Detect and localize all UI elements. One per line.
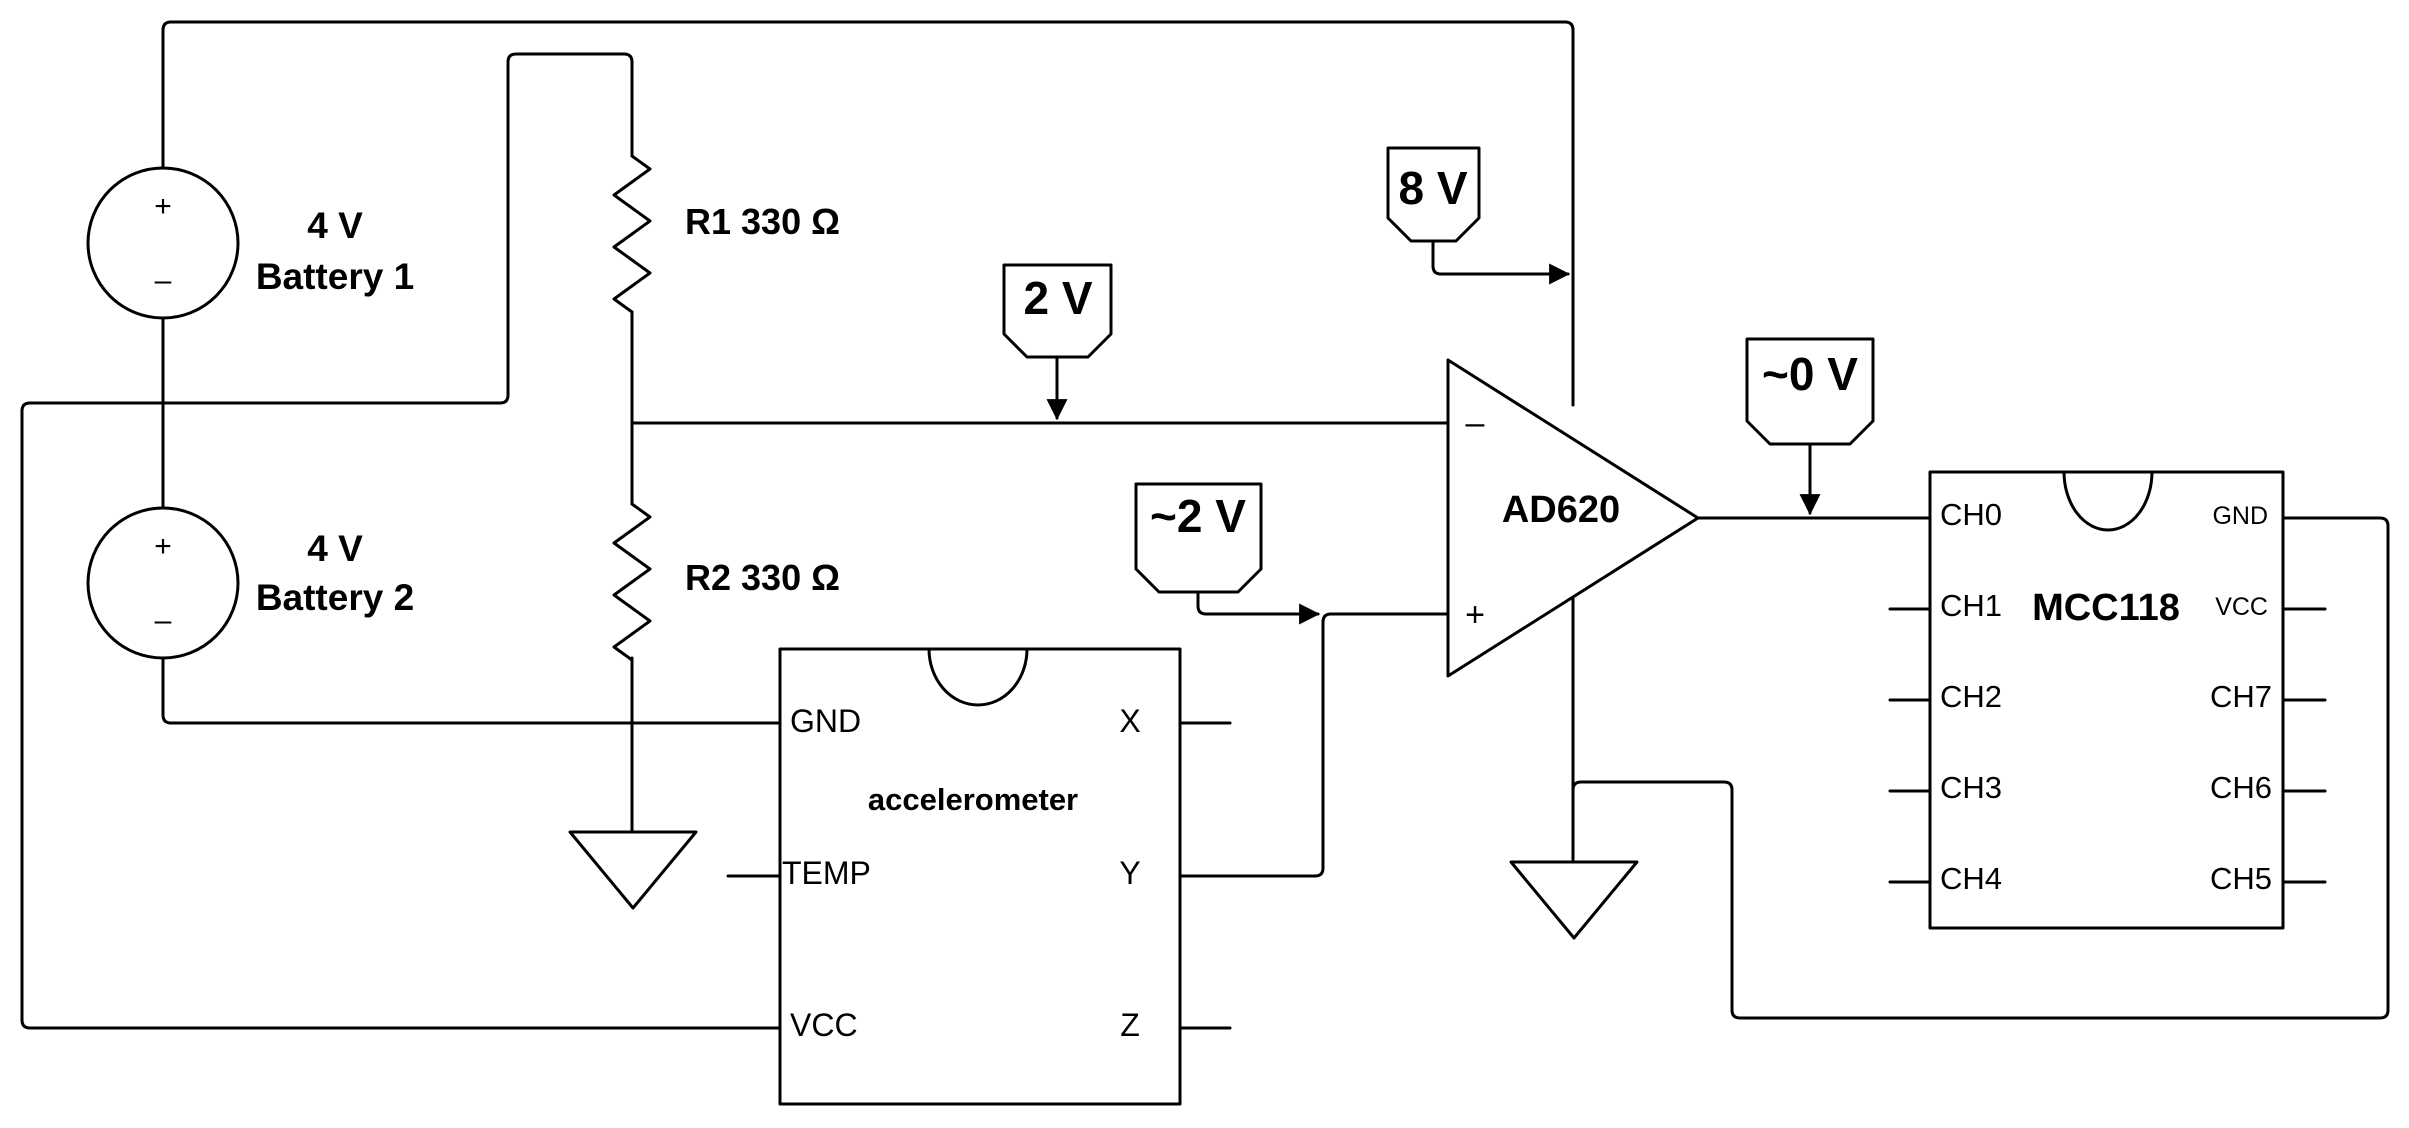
daq-pin-ch7: CH7	[2210, 679, 2272, 714]
probe-approx-2v: ~2 V	[1134, 482, 1321, 625]
wire-divider-mid-to-inv-input	[630, 310, 1427, 506]
wire-battery-mid-to-acc-vcc	[20, 316, 782, 1030]
daq-pin-gnd: GND	[2212, 502, 2268, 530]
wires	[20, 20, 2390, 1030]
battery-1: + – 4 V Battery 1	[86, 166, 414, 320]
ground-symbol-left	[568, 830, 698, 910]
battery-2-plus-sign: +	[154, 530, 172, 563]
daq-pin-ch3: CH3	[1940, 770, 2002, 805]
wire-acc-y-to-noninv-input	[1178, 612, 1427, 878]
daq-pin-vcc: VCC	[2215, 593, 2268, 621]
opamp-inverting-input-sign: –	[1466, 404, 1485, 442]
battery-2-name: Battery 2	[256, 577, 414, 618]
battery-2-voltage: 4 V	[307, 528, 363, 569]
resistor-r2-zigzag	[612, 502, 652, 662]
mcc118-chip: MCC118 CH0 CH1 CH2 CH3 CH4 GND VCC CH7 C…	[1888, 470, 2327, 930]
battery-1-minus-sign: –	[155, 264, 172, 297]
daq-pin-ch0: CH0	[1940, 497, 2002, 532]
battery-1-voltage: 4 V	[307, 205, 363, 246]
battery-2: + – 4 V Battery 2	[86, 506, 414, 660]
opamp-input-stubs	[1423, 421, 1450, 616]
battery-2-minus-sign: –	[155, 604, 172, 637]
wire-battery1-to-opamp-supply	[161, 20, 1575, 407]
daq-pin-ch5: CH5	[2210, 861, 2272, 896]
wire-ground-bus	[161, 656, 782, 834]
amplifier-name: AD620	[1502, 489, 1620, 531]
daq-pin-ch2: CH2	[1940, 679, 2002, 714]
probe-2v-value: 2 V	[1023, 272, 1092, 324]
acc-pin-temp: TEMP	[782, 855, 871, 891]
opamp-noninverting-input-sign: +	[1465, 596, 1485, 634]
acc-pin-y: Y	[1119, 855, 1140, 891]
daq-pin-ch1: CH1	[1940, 588, 2002, 623]
probe-approx-0v: ~0 V	[1745, 337, 1875, 516]
battery-1-plus-sign: +	[154, 190, 172, 223]
resistor-r2-label: R2 330 Ω	[685, 557, 840, 598]
amplifier-ad620: – + AD620	[1446, 358, 1700, 678]
probe-2v: 2 V	[1002, 263, 1113, 421]
accelerometer-chip: accelerometer GND TEMP VCC X Y Z	[726, 647, 1232, 1106]
daq-name: MCC118	[2032, 587, 2180, 629]
wire-battery-mid-to-r1	[161, 52, 634, 405]
probe-approx-2v-value: ~2 V	[1150, 490, 1246, 542]
daq-pin-ch6: CH6	[2210, 770, 2272, 805]
daq-pin-ch4: CH4	[1940, 861, 2002, 896]
ground-symbol-right	[1509, 860, 1639, 940]
acc-pin-gnd: GND	[790, 703, 861, 739]
probe-8v-value: 8 V	[1398, 162, 1467, 214]
probe-8v: 8 V	[1386, 146, 1571, 285]
resistor-r1-zigzag	[612, 154, 652, 314]
probe-approx-0v-value: ~0 V	[1762, 348, 1858, 400]
acc-pin-x: X	[1119, 703, 1140, 739]
accelerometer-name: accelerometer	[868, 782, 1078, 817]
resistor-r1-label: R1 330 Ω	[685, 201, 840, 242]
acc-pin-vcc: VCC	[790, 1007, 858, 1043]
wire-daq-gnd-return	[1571, 516, 2390, 1020]
battery-1-name: Battery 1	[256, 256, 414, 297]
acc-pin-z: Z	[1120, 1007, 1140, 1043]
